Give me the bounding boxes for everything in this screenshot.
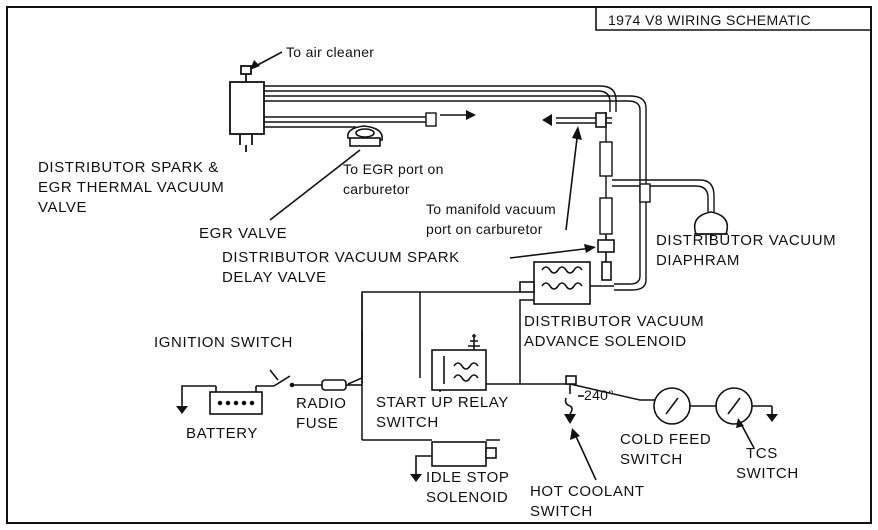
label-manifold-2: port on carburetor <box>426 221 543 237</box>
label-ignition-switch: IGNITION SWITCH <box>154 334 293 351</box>
label-diaphram-2: DIAPHRAM <box>656 252 740 269</box>
diagram-frame <box>6 6 872 524</box>
electrical-wires <box>347 291 772 441</box>
label-tcs-1: TCS <box>746 445 778 462</box>
tcs-switch-symbol <box>715 387 778 425</box>
vertical-hoses <box>599 112 715 291</box>
label-cold-feed-1: COLD FEED <box>620 431 712 448</box>
label-battery: BATTERY <box>186 425 258 442</box>
vacuum-hoses <box>264 85 647 205</box>
hot-coolant-pointer <box>573 431 597 481</box>
label-cold-feed-2: SWITCH <box>620 451 683 468</box>
label-idle-stop-2: SOLENOID <box>426 489 509 506</box>
delay-valve <box>597 234 615 281</box>
label-hot-coolant-2: SWITCH <box>530 503 593 520</box>
vacuum-diaphragm <box>693 211 729 240</box>
thermal-vacuum-valve <box>229 65 265 152</box>
label-delay-valve-1: DISTRIBUTOR VACUUM SPARK <box>222 249 460 266</box>
delay-pointer <box>509 247 593 259</box>
idle-solenoid-symbol <box>410 441 497 482</box>
radio-fuse-symbol <box>321 379 362 391</box>
advance-solenoid <box>519 261 614 305</box>
label-hot-coolant-1: HOT COOLANT <box>530 483 645 500</box>
label-manifold-1: To manifold vacuum <box>426 201 556 217</box>
diagram-title: 1974 V8 WIRING SCHEMATIC <box>608 12 812 28</box>
label-egr-port-1: To EGR port on <box>343 161 444 177</box>
label-to-air-cleaner: To air cleaner <box>286 44 375 60</box>
start-relay-symbol <box>431 334 487 391</box>
label-egr-port-2: carburetor <box>343 181 410 197</box>
label-egr-valve: EGR VALVE <box>199 225 288 242</box>
ignition-switch-symbol <box>273 375 322 388</box>
label-radio-fuse-1: RADIO <box>296 395 347 412</box>
label-radio-fuse-2: FUSE <box>296 415 339 432</box>
label-tcs-2: SWITCH <box>736 465 799 482</box>
manifold-hose <box>542 112 612 128</box>
cold-feed-switch-symbol <box>653 387 691 425</box>
battery-symbol <box>176 385 274 415</box>
label-idle-stop-1: IDLE STOP <box>426 469 510 486</box>
label-relay-1: START UP RELAY <box>376 394 509 411</box>
label-diaphram-1: DISTRIBUTOR VACUUM <box>656 232 837 249</box>
title-box-border <box>595 8 872 31</box>
egr-valve-pointer <box>269 149 361 221</box>
hot-coolant-switch-symbol <box>564 375 584 424</box>
label-delay-valve-2: DELAY VALVE <box>222 269 327 286</box>
ignition-pointer <box>269 369 279 381</box>
manifold-pointer <box>565 129 579 231</box>
label-solenoid-2: ADVANCE SOLENOID <box>524 333 687 350</box>
label-temperature: 240° <box>584 387 615 403</box>
egr-valve <box>347 125 383 147</box>
label-relay-2: SWITCH <box>376 414 439 431</box>
label-solenoid-1: DISTRIBUTOR VACUUM <box>524 313 705 330</box>
label-thermal-valve-2: EGR THERMAL VACUUM <box>38 179 225 196</box>
label-thermal-valve-1: DISTRIBUTOR SPARK & <box>38 159 219 176</box>
label-thermal-valve-3: VALVE <box>38 199 88 216</box>
